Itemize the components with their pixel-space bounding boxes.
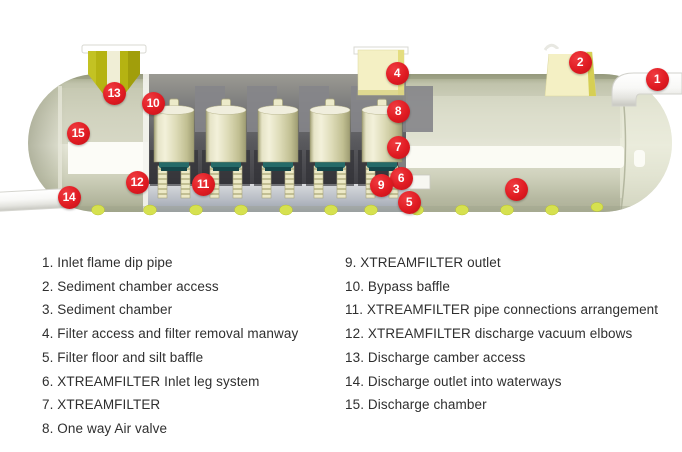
legend-item-11: 11. XTREAMFILTER pipe connections arrang… (345, 302, 659, 318)
legend-item-5: 5. Filter floor and silt baffle (42, 349, 204, 365)
callout-marker-12: 12 (125, 170, 149, 194)
legend-item-2: 2. Sediment chamber access (42, 278, 219, 294)
legend-item-10: 10. Bypass baffle (345, 278, 451, 294)
callout-marker-6: 6 (389, 166, 413, 190)
legend-column-1: 1. Inlet flame dip pipe 2. Sediment chamb… (42, 251, 342, 441)
callout-marker-4: 4 (385, 61, 409, 85)
callout-marker-15: 15 (66, 121, 90, 145)
callout-marker-11: 11 (191, 172, 215, 196)
drain-dots (91, 202, 604, 216)
callout-marker-1: 1 (645, 67, 669, 91)
callout-marker-8: 8 (386, 99, 410, 123)
callout-marker-5: 5 (397, 190, 421, 214)
legend-item-15: 15. Discharge chamber (345, 397, 487, 413)
callout-marker-13: 13 (102, 81, 126, 105)
sediment-chamber (406, 96, 622, 138)
callout-marker-10: 10 (141, 91, 165, 115)
legend-item-3: 3. Sediment chamber (42, 302, 173, 318)
bypass-baffle (143, 74, 149, 212)
callout-marker-7: 7 (386, 135, 410, 159)
callout-marker-3: 3 (504, 177, 528, 201)
legend-item-12: 12. XTREAMFILTER discharge vacuum elbows (345, 326, 633, 342)
legend-item-1: 1. Inlet flame dip pipe (42, 255, 173, 270)
callout-marker-14: 14 (57, 185, 81, 209)
legend-item-6: 6. XTREAMFILTER Inlet leg system (42, 373, 260, 389)
legend-item-4: 4. Filter access and filter removal manw… (42, 326, 299, 342)
legend-column-2: 9. XTREAMFILTER outlet 10. Bypass baffle 1… (345, 251, 680, 417)
legend-item-14: 14. Discharge outlet into waterways (345, 373, 562, 389)
legend-item-8: 8. One way Air valve (42, 420, 168, 436)
internal-outlet-band (398, 146, 624, 168)
callout-marker-9: 9 (369, 173, 393, 197)
legend-item-13: 13. Discharge camber access (345, 349, 526, 365)
callout-marker-2: 2 (568, 50, 592, 74)
legend-item-7: 7. XTREAMFILTER (42, 397, 161, 413)
legend-item-9: 9. XTREAMFILTER outlet (345, 255, 501, 270)
